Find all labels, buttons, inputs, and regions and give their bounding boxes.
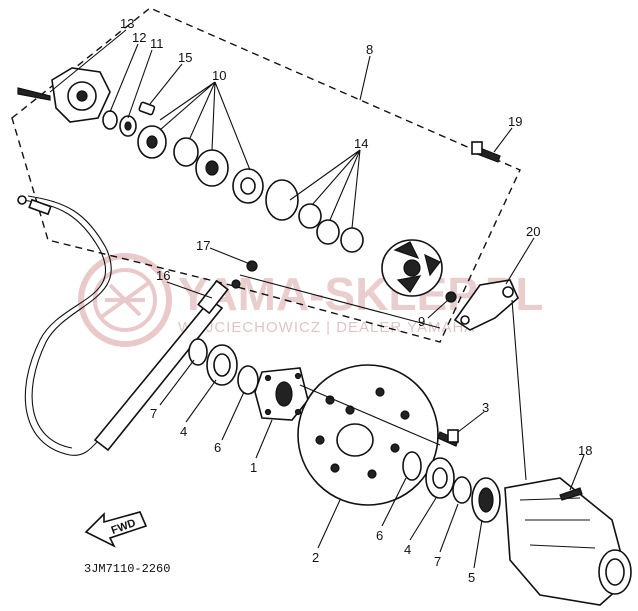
callout-labels: 13 12 11 15 10 8 19 14 17 20 16 9 7 4 6 …: [120, 16, 592, 585]
oring-7-left: [188, 338, 208, 366]
callout-6-right: 6: [376, 528, 383, 543]
drive-gear-10: [137, 125, 264, 204]
callout-9: 9: [418, 314, 425, 329]
callout-17: 17: [196, 238, 210, 253]
washer-12: [102, 110, 118, 130]
bolt-3: [437, 429, 459, 447]
bearing-4-left: [206, 344, 238, 386]
oring-6-right: [402, 451, 422, 481]
bracket-20: [453, 279, 519, 331]
callout-14: 14: [354, 136, 368, 151]
callout-5: 5: [468, 570, 475, 585]
bearing-4-right: [425, 457, 455, 499]
callout-19: 19: [508, 114, 522, 129]
callout-8: 8: [366, 42, 373, 57]
bolt-18: [559, 487, 583, 501]
callout-4-right: 4: [404, 542, 411, 557]
callout-11: 11: [150, 36, 164, 51]
leader-lines: [49, 29, 585, 569]
callout-15: 15: [178, 50, 192, 65]
callout-2: 2: [312, 550, 319, 565]
fwd-arrow-icon: FWD: [84, 511, 148, 548]
callout-7-left: 7: [150, 406, 157, 421]
callout-18: 18: [578, 443, 592, 458]
bolt-19: [471, 141, 501, 163]
callout-6-left: 6: [214, 440, 221, 455]
callout-20: 20: [526, 224, 540, 239]
callout-4-left: 4: [180, 424, 187, 439]
callout-10: 10: [212, 68, 226, 83]
callout-7-right: 7: [434, 554, 441, 569]
watermark-subtitle: WOJCIECHOWICZ | DEALER YAMAHA: [178, 319, 475, 336]
assembly-lines: [239, 274, 527, 481]
speedometer-cable: [17, 195, 241, 456]
pin-15: [138, 101, 156, 116]
seal-5: [471, 477, 501, 523]
callout-12: 12: [132, 30, 146, 45]
gear-housing-13: [17, 67, 111, 123]
callout-16: 16: [156, 268, 170, 283]
oring-6-left: [237, 365, 259, 395]
bearing-11: [119, 115, 137, 137]
diagram-code: 3JM7110-2260: [84, 562, 170, 576]
callout-3: 3: [482, 400, 489, 415]
seal-14-group: [265, 179, 364, 253]
callout-13: 13: [120, 16, 134, 31]
oring-7-right: [452, 476, 472, 504]
subassembly-8-boundary: [11, 7, 521, 343]
watermark-logo-icon: [78, 253, 172, 347]
washer-9: [445, 291, 457, 303]
knuckle-housing: [504, 477, 632, 606]
speedometer-gear-unit: [381, 239, 443, 297]
washer-17: [246, 260, 258, 272]
hub-flange-1: [254, 367, 309, 421]
callout-1: 1: [250, 460, 257, 475]
